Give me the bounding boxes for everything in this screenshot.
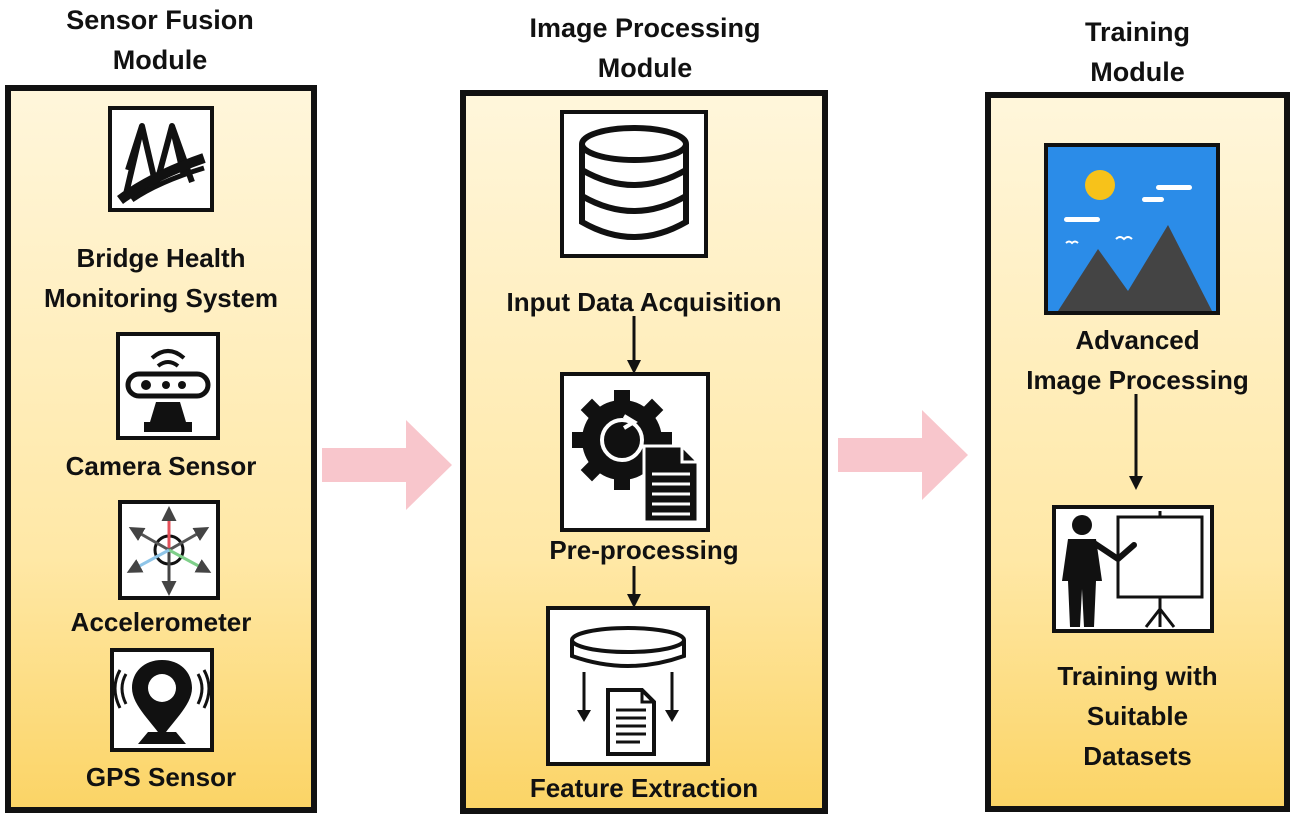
title-line: Training [1084,17,1190,47]
database-icon [579,125,689,240]
bridge-icon-box [108,106,214,212]
label-line: Training with [1057,661,1218,691]
label-line: Bridge Health [76,243,246,273]
database-icon-box [560,110,708,258]
flow-arrow-2 [838,410,970,500]
label-line: Image Processing [1026,365,1249,395]
input-data-acquisition-label: Input Data Acquisition [506,287,782,317]
connector-arrow-acquisition-to-preprocessing [624,316,644,374]
preprocessing-icon-box [560,372,710,532]
landscape-image-icon [1058,170,1212,311]
title-line: Sensor Fusion [66,5,254,35]
label-line: Advanced [1075,325,1200,355]
training-module-title: Training Module [985,12,1290,92]
camera-sensor-icon-box [116,332,220,440]
feature-extraction-label: Feature Extraction [529,773,759,803]
image-processing-module-title: Image Processing Module [460,8,830,88]
presenter-board-icon [1062,511,1204,628]
accelerometer-icon [126,506,212,596]
flow-arrow-1 [322,420,454,510]
connector-arrow-preprocessing-to-extraction [624,566,644,608]
label-line: Suitable [1086,701,1189,731]
sensor-fusion-module-title: Sensor Fusion Module [0,0,320,80]
camera-sensor-label: Camera Sensor [65,451,257,481]
landscape-image-icon-box [1044,143,1220,315]
bridge-health-label: Bridge Health Monitoring System [5,238,317,318]
title-line: Module [597,53,693,83]
accelerometer-icon-box [118,500,220,600]
gps-sensor-icon [114,660,210,744]
camera-sensor-icon [125,349,211,432]
training-datasets-label: Training with Suitable Datasets [985,656,1290,776]
advanced-image-processing-label: Advanced Image Processing [985,320,1290,400]
label-line: Monitoring System [43,283,278,313]
title-line: Module [112,45,208,75]
accelerometer-label: Accelerometer [70,607,252,637]
gps-sensor-icon-box [110,648,214,752]
gear-document-icon [572,390,700,524]
presenter-board-icon-box [1052,505,1214,633]
label-line: Datasets [1083,741,1192,771]
gps-sensor-label: GPS Sensor [85,762,237,792]
connector-arrow-advanced-to-training [1126,394,1146,490]
title-line: Image Processing [529,13,761,43]
feature-extraction-icon-box [546,606,710,766]
bridge-icon [117,123,206,205]
title-line: Module [1090,57,1185,87]
data-extraction-icon [570,626,686,756]
preprocessing-label: Pre-processing [549,535,739,565]
